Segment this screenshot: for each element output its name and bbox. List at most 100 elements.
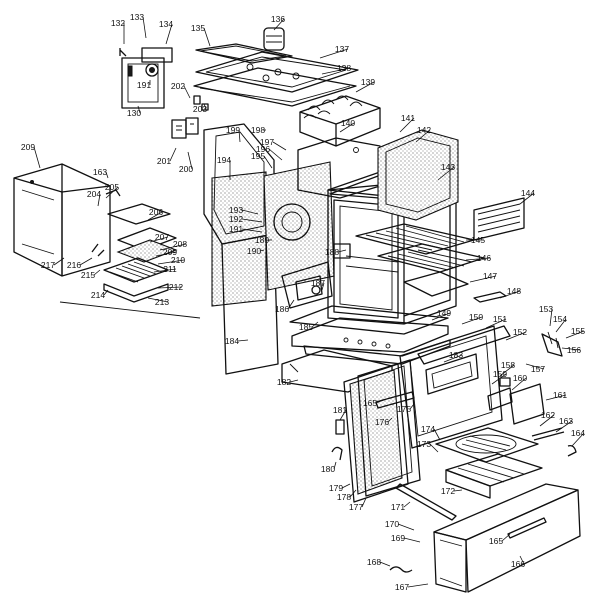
part-number-label: 209	[163, 247, 177, 257]
part-number-label: 199	[226, 125, 240, 135]
callout-leader	[491, 373, 507, 385]
callout-leader	[555, 420, 573, 433]
part-number-label: 161	[553, 390, 567, 400]
callout-leader	[397, 523, 415, 531]
part-number-label: 187	[311, 278, 325, 288]
callout-leader	[465, 257, 491, 261]
part-number-label: 154	[553, 314, 567, 324]
part-number-label: 211	[163, 264, 177, 274]
part-number-label: 172	[441, 486, 455, 496]
part-number-label: 148	[507, 286, 521, 296]
callout-leader	[187, 151, 193, 170]
oven-body	[203, 123, 525, 393]
callout-leader	[361, 497, 367, 508]
callout-leader	[321, 67, 351, 75]
cooktop-assembly	[193, 27, 381, 147]
part-number-label: 183	[449, 350, 463, 360]
part-number-label: 182	[277, 377, 291, 387]
part-number-label: 135	[191, 23, 205, 33]
part-number-label: 205	[105, 182, 119, 192]
part-number-label: 156	[567, 345, 581, 355]
callout-leader	[105, 171, 109, 179]
callout-leader	[93, 269, 101, 276]
callout-leader	[355, 81, 375, 93]
callout-leader	[241, 218, 263, 223]
part-number-label: 162	[541, 410, 555, 420]
callout-leader	[238, 129, 241, 143]
part-number-label: 137	[335, 44, 349, 54]
callout-leader	[157, 286, 183, 289]
part-number-label: 192	[229, 214, 243, 224]
part-number-label: 177	[349, 502, 363, 512]
heating-element	[473, 197, 525, 241]
part-number-label: 173	[417, 439, 431, 449]
part-number-label: 202	[171, 81, 185, 91]
part-number-label: 188	[325, 247, 339, 257]
part-number-label: 147	[483, 271, 497, 281]
part-number-label: 213	[155, 297, 169, 307]
part-number-label: 200	[179, 164, 193, 174]
part-number-label: 132	[111, 18, 125, 28]
callout-leader	[319, 48, 349, 59]
callout-leader	[237, 339, 249, 342]
part-number-label: 209	[21, 142, 35, 152]
part-number-label: 207	[155, 232, 169, 242]
part-number-label: 184	[225, 336, 239, 346]
callout-leaders	[33, 16, 585, 588]
part-number-label: 170	[385, 519, 399, 529]
callout-leader	[437, 166, 455, 181]
callout-leader	[272, 141, 287, 151]
part-number-label: 193	[229, 205, 243, 215]
callout-leader	[525, 363, 545, 370]
part-number-label: 152	[513, 327, 527, 337]
part-number-label: 215	[81, 270, 95, 280]
callout-leader	[137, 105, 141, 114]
callout-leader	[415, 129, 431, 143]
part-number-label: 136	[271, 14, 285, 24]
part-number-label: 195	[251, 151, 265, 161]
callout-leader	[561, 347, 581, 351]
callout-leader	[149, 236, 169, 243]
part-number-label: 149	[437, 308, 451, 318]
part-number-label: 168	[367, 557, 381, 567]
part-number-label: 212	[169, 282, 183, 292]
callout-leader	[147, 297, 169, 303]
part-number-label: 145	[471, 235, 485, 245]
part-number-label: 197	[260, 137, 274, 147]
callout-leader	[511, 377, 527, 391]
oven-rack-lower	[377, 243, 485, 273]
part-number-label: 164	[571, 428, 585, 438]
callout-leader	[549, 308, 553, 327]
callout-leader	[519, 192, 535, 205]
callout-leader	[259, 249, 265, 252]
part-number-label: 150	[469, 312, 483, 322]
callout-leader	[157, 259, 185, 265]
part-number-label: 141	[401, 113, 415, 123]
part-number-label: 144	[521, 188, 535, 198]
callout-leader	[443, 354, 463, 363]
callout-leader	[53, 257, 65, 266]
callout-leader	[103, 289, 109, 296]
callout-leader	[349, 489, 357, 498]
part-number-label: 190	[247, 246, 261, 256]
callout-leader	[571, 432, 585, 447]
callout-leader	[545, 394, 567, 401]
callout-leader	[403, 501, 411, 508]
callout-leader	[142, 16, 147, 39]
part-number-label: 196	[256, 144, 270, 154]
callout-leader	[339, 122, 355, 133]
callout-leader	[461, 316, 483, 325]
part-number-label: 206	[149, 207, 163, 217]
part-number-label: 159	[493, 369, 507, 379]
part-number-label: 158	[501, 360, 515, 370]
part-number-label: 217	[41, 260, 55, 270]
callout-leader	[379, 561, 391, 567]
callout-leader	[287, 299, 295, 310]
callout-leader	[433, 428, 441, 441]
part-number-label: 143	[441, 162, 455, 172]
part-number-label: 133	[130, 12, 144, 22]
part-number-label: 204	[87, 189, 101, 199]
part-number-label: 165	[489, 536, 503, 546]
